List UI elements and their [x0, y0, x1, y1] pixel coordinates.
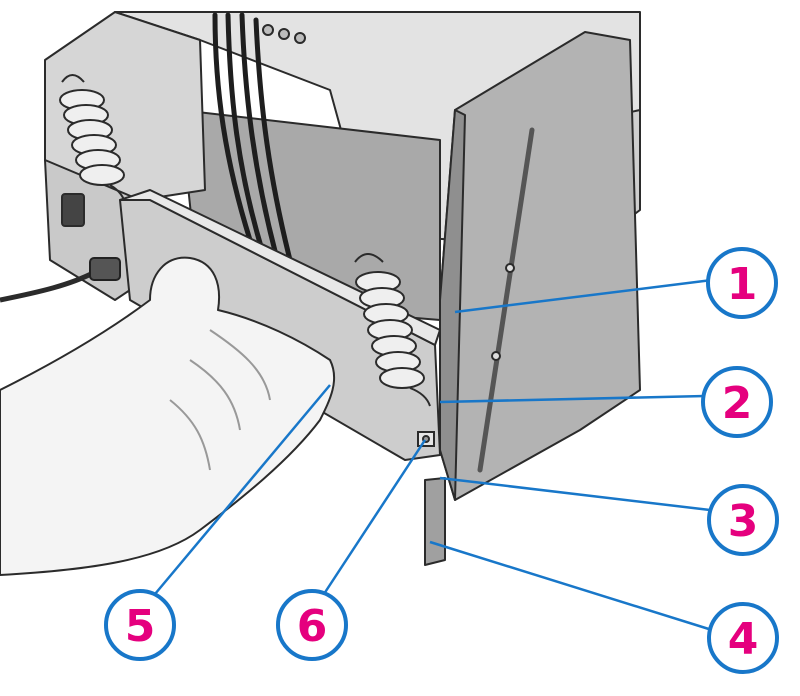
- callout-6: 6: [276, 589, 348, 661]
- power-cord: [0, 257, 121, 303]
- right-spring: [354, 253, 431, 407]
- callout-line-4: [429, 540, 713, 632]
- callout-number: 5: [125, 601, 156, 652]
- callout-number: 6: [297, 601, 328, 652]
- callout-line-2: [439, 394, 706, 404]
- callout-1: 1: [706, 247, 778, 319]
- callout-number: 4: [728, 614, 759, 665]
- hand: [0, 256, 336, 576]
- callout-number: 1: [727, 259, 758, 310]
- clamp-bar-top-face: [119, 189, 441, 346]
- guide-plate-bottom-tab: [424, 477, 446, 566]
- callout-4: 4: [707, 602, 779, 674]
- control-button: [294, 32, 306, 44]
- callout-line-3: [439, 476, 711, 512]
- control-button: [262, 24, 274, 36]
- left-spring: [59, 74, 127, 208]
- callout-line-5: [149, 384, 331, 601]
- callout-line-1: [454, 278, 713, 314]
- control-button: [278, 28, 290, 40]
- callout-line-6: [318, 439, 427, 601]
- callout-2: 2: [701, 366, 773, 438]
- ribbon-cables: [212, 12, 293, 263]
- callout-3: 3: [707, 484, 779, 556]
- pivot-pin: [417, 431, 435, 447]
- power-switch: [61, 193, 85, 227]
- guide-plate-face: [439, 31, 641, 501]
- callout-5: 5: [104, 589, 176, 661]
- callout-number: 2: [722, 378, 753, 429]
- side-guide-plate: [424, 31, 641, 566]
- callout-number: 3: [728, 496, 759, 547]
- callout-lines: [149, 278, 713, 632]
